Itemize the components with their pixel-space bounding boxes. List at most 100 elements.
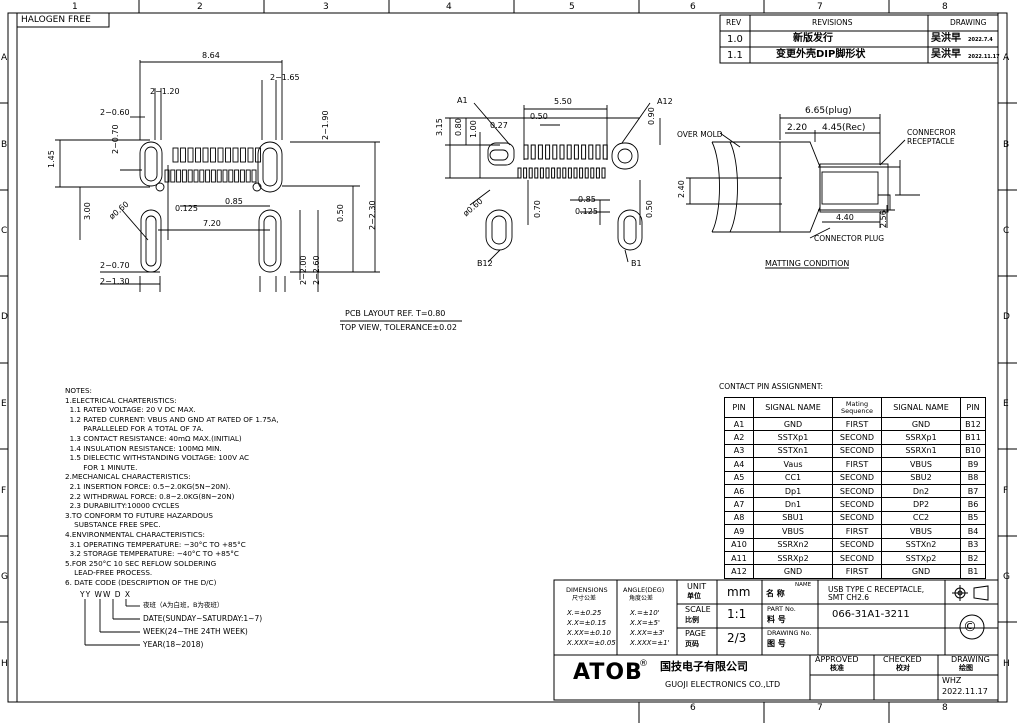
scale-value: 1:1 bbox=[727, 607, 747, 621]
part-no-label: PART No. bbox=[767, 605, 796, 613]
rev-1-drawer: 吴洪早 bbox=[931, 33, 961, 44]
mating-sequence: SECOND bbox=[832, 497, 882, 512]
solder-pad bbox=[176, 169, 182, 183]
note-line: NOTES: bbox=[65, 386, 92, 395]
approved-cn: 核准 bbox=[830, 664, 844, 672]
solder-pad bbox=[170, 169, 176, 183]
row-label-right-c: C bbox=[1003, 226, 1010, 236]
signal-b: SSRXp1 bbox=[881, 430, 961, 445]
registered-icon: ® bbox=[639, 659, 648, 669]
dim-plug: 6.65(plug) bbox=[805, 106, 852, 116]
dim-2-2-60: 2−2.60 bbox=[312, 255, 321, 285]
dim-1-45: 1.45 bbox=[47, 150, 56, 168]
mating-sequence: SECOND bbox=[832, 470, 882, 485]
contact-pad bbox=[595, 167, 600, 179]
contact-pad bbox=[534, 167, 539, 179]
pin-b: B8 bbox=[960, 470, 986, 485]
note-line: LEAD-FREE PROCESS. bbox=[65, 568, 153, 578]
signal-b: VBUS bbox=[881, 457, 961, 472]
dim-0-125: 0.125 bbox=[175, 204, 198, 213]
contact-pad bbox=[579, 167, 584, 179]
signal-b: CC2 bbox=[881, 510, 961, 526]
th-mating-seq: Mating Sequence bbox=[832, 397, 882, 418]
signal-a: GND bbox=[753, 416, 833, 432]
contact-pad bbox=[517, 167, 522, 179]
note-line: 1.2 RATED CURRENT: VBUS AND GND AT RATED… bbox=[65, 414, 279, 424]
pin-a: A11 bbox=[724, 550, 754, 566]
col-label-2: 2 bbox=[197, 2, 203, 12]
rev-1-desc: 新版发行 bbox=[793, 33, 833, 44]
company-name-cn: 国技电子有限公司 bbox=[660, 660, 748, 673]
pin-a: A7 bbox=[724, 497, 754, 512]
solder-pad bbox=[187, 147, 194, 163]
signal-a: Vaus bbox=[753, 457, 833, 472]
signal-b: GND bbox=[881, 416, 961, 432]
dim-0-85: 0.85 bbox=[225, 197, 243, 206]
drawing-header: DRAWING bbox=[950, 18, 987, 27]
pin-a: A9 bbox=[724, 524, 754, 539]
mating-sequence: SECOND bbox=[832, 537, 882, 552]
solder-pad bbox=[251, 169, 257, 183]
dim-0-50: 0.50 bbox=[336, 204, 345, 222]
dim-2-2-30: 2−2.30 bbox=[368, 200, 377, 230]
dim-0-85-view2: 0.85 bbox=[578, 195, 596, 204]
dim-2-0-60: 2−0.60 bbox=[100, 108, 130, 117]
note-line: 3.2 STORAGE TEMPERATURE: −40°C TO +85°C bbox=[65, 549, 239, 559]
pin-assignment-table: PIN SIGNAL NAME Mating Sequence SIGNAL N… bbox=[724, 397, 986, 579]
pin-b: B3 bbox=[960, 537, 986, 552]
name-label-en: NAME bbox=[795, 582, 812, 588]
solder-pad bbox=[228, 169, 234, 183]
pin-a: A3 bbox=[724, 443, 754, 459]
pin-b: B4 bbox=[960, 524, 986, 539]
dim-1-00: 1.00 bbox=[469, 120, 478, 138]
row-label-right-d: D bbox=[1003, 312, 1010, 322]
contact-pad bbox=[523, 144, 529, 160]
solder-pad bbox=[181, 169, 187, 183]
contact-pad bbox=[590, 167, 595, 179]
col-label-4: 4 bbox=[446, 2, 452, 12]
signal-b: DP2 bbox=[881, 497, 961, 512]
drawing-cn: 绘图 bbox=[959, 664, 973, 672]
atob-logo: ATOB bbox=[573, 660, 643, 685]
tol-3: X.XX=±0.10 bbox=[567, 629, 611, 637]
rev-2-drawer: 吴洪早 bbox=[931, 49, 961, 60]
rev-header: REV bbox=[726, 18, 742, 27]
angle-cn: 角度公差 bbox=[629, 595, 654, 602]
pin-a: A8 bbox=[724, 510, 754, 526]
dim-0-90: 0.90 bbox=[647, 107, 656, 125]
mating-sequence: FIRST bbox=[832, 457, 882, 472]
note-line: FOR 1 MINUTE. bbox=[65, 462, 138, 472]
approved-label: APPROVED bbox=[815, 655, 859, 664]
halogen-free-label: HALOGEN FREE bbox=[21, 15, 91, 25]
dim-2-56: 2.56 bbox=[879, 210, 888, 228]
row-label-right-f: F bbox=[1003, 486, 1009, 496]
pin-b: B5 bbox=[960, 510, 986, 526]
note-line: SUBSTANCE FREE SPEC. bbox=[65, 520, 161, 530]
notes-block: NOTES:1.ELECTRICAL CHARTERISTICS: 1.1 RA… bbox=[65, 386, 279, 587]
solder-pad bbox=[232, 147, 239, 163]
label-a12: A12 bbox=[657, 97, 673, 106]
dim-0-27: 0.27 bbox=[490, 121, 508, 130]
note-line: 6. DATE CODE (DESCRIPTION OF THE D/C) bbox=[65, 577, 217, 587]
solder-pad bbox=[245, 169, 251, 183]
row-label-c: C bbox=[1, 226, 8, 236]
ang-3: X.XX=±3' bbox=[630, 629, 665, 637]
signal-b: VBUS bbox=[881, 524, 961, 539]
pin-b: B7 bbox=[960, 483, 986, 499]
signal-a: VBUS bbox=[753, 524, 833, 539]
contact-pad bbox=[539, 167, 544, 179]
row-label-right-g: G bbox=[1003, 572, 1010, 582]
solder-pad bbox=[195, 147, 201, 163]
datecode-date: DATE(SUNDAY~SATURDAY:1~7) bbox=[143, 614, 263, 623]
revisions-header: REVISIONS bbox=[812, 18, 853, 27]
mating-sequence: SECOND bbox=[832, 550, 882, 566]
row-label-h: H bbox=[1, 659, 8, 669]
part-number: 066-31A1-3211 bbox=[832, 609, 910, 620]
dim-3-00: 3.00 bbox=[83, 202, 92, 220]
th-signal-b: SIGNAL NAME bbox=[881, 397, 961, 418]
mating-sequence: FIRST bbox=[832, 564, 882, 579]
dim-2-40: 2.40 bbox=[677, 180, 686, 198]
